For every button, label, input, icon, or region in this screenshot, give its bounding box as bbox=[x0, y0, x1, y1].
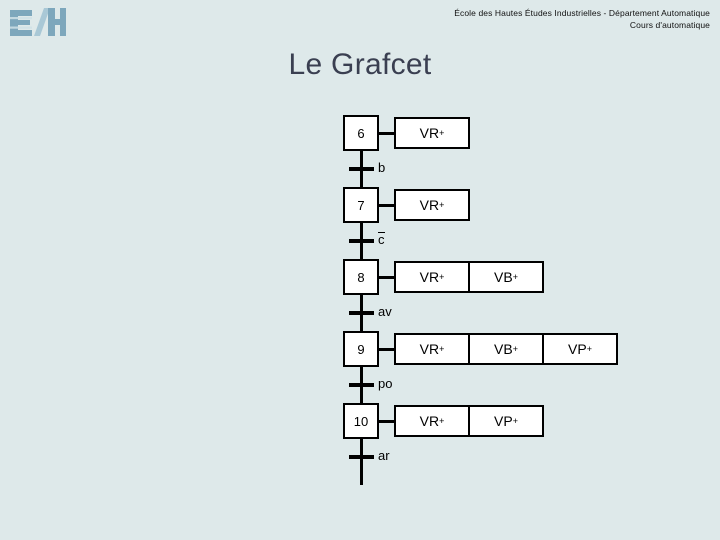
action-link-8 bbox=[378, 275, 395, 279]
ehi-logo-icon bbox=[10, 8, 66, 36]
action-label: VR bbox=[419, 413, 440, 429]
header-line-1: École des Hautes Études Industrielles - … bbox=[454, 8, 710, 18]
grafcet-transition-label-9: po bbox=[378, 376, 392, 391]
grafcet-link-below-10 bbox=[359, 439, 363, 485]
page-title: Le Grafcet bbox=[288, 48, 432, 81]
transition-condition: c bbox=[378, 232, 385, 247]
grafcet-action-7-1: VR+ bbox=[394, 189, 470, 221]
grafcet-step-10: 10 bbox=[343, 403, 379, 439]
step-number: 9 bbox=[357, 341, 365, 357]
action-link-6 bbox=[378, 131, 395, 135]
header-line-2: Cours d'automatique bbox=[629, 19, 710, 30]
slide-header: École des Hautes Études Industrielles - … bbox=[0, 0, 720, 46]
grafcet-action-9-1: VR+ bbox=[394, 333, 470, 365]
step-number: 8 bbox=[357, 269, 365, 285]
action-label: VB bbox=[494, 269, 513, 285]
action-label: VB bbox=[494, 341, 513, 357]
transition-condition: ar bbox=[378, 448, 390, 463]
action-label: VP bbox=[494, 413, 513, 429]
action-label: VR bbox=[419, 197, 440, 213]
grafcet-action-10-2: VP+ bbox=[468, 405, 544, 437]
transition-condition: b bbox=[378, 160, 386, 175]
action-label: VR bbox=[419, 125, 440, 141]
step-number: 10 bbox=[353, 413, 369, 429]
grafcet-action-9-2: VB+ bbox=[468, 333, 544, 365]
grafcet-transition-label-8: av bbox=[378, 304, 392, 319]
grafcet-transition-bar-9 bbox=[348, 383, 374, 387]
action-label: VP bbox=[568, 341, 587, 357]
action-link-10 bbox=[378, 419, 395, 423]
action-link-7 bbox=[378, 203, 395, 207]
grafcet-transition-bar-7 bbox=[348, 239, 374, 243]
grafcet-transition-bar-10 bbox=[348, 455, 374, 459]
grafcet-transition-label-7: c bbox=[378, 232, 385, 247]
grafcet-step-7: 7 bbox=[343, 187, 379, 223]
grafcet-action-10-1: VR+ bbox=[394, 405, 470, 437]
step-number: 6 bbox=[357, 125, 365, 141]
grafcet-transition-bar-6 bbox=[348, 167, 374, 171]
grafcet-step-6: 6 bbox=[343, 115, 379, 151]
grafcet-action-8-2: VB+ bbox=[468, 261, 544, 293]
grafcet-action-6-1: VR+ bbox=[394, 117, 470, 149]
ehi-logo bbox=[8, 6, 66, 38]
grafcet-step-8: 8 bbox=[343, 259, 379, 295]
action-label: VR bbox=[419, 341, 440, 357]
grafcet-transition-bar-8 bbox=[348, 311, 374, 315]
action-link-9 bbox=[378, 347, 395, 351]
grafcet-transition-label-10: ar bbox=[378, 448, 390, 463]
action-label: VR bbox=[419, 269, 440, 285]
grafcet-action-8-1: VR+ bbox=[394, 261, 470, 293]
transition-condition: av bbox=[378, 304, 392, 319]
header-institution-text: École des Hautes Études Industrielles - … bbox=[454, 8, 710, 31]
step-number: 7 bbox=[357, 197, 365, 213]
transition-condition: po bbox=[378, 376, 393, 391]
grafcet-transition-label-6: b bbox=[378, 160, 385, 175]
grafcet-step-9: 9 bbox=[343, 331, 379, 367]
grafcet-action-9-3: VP+ bbox=[542, 333, 618, 365]
